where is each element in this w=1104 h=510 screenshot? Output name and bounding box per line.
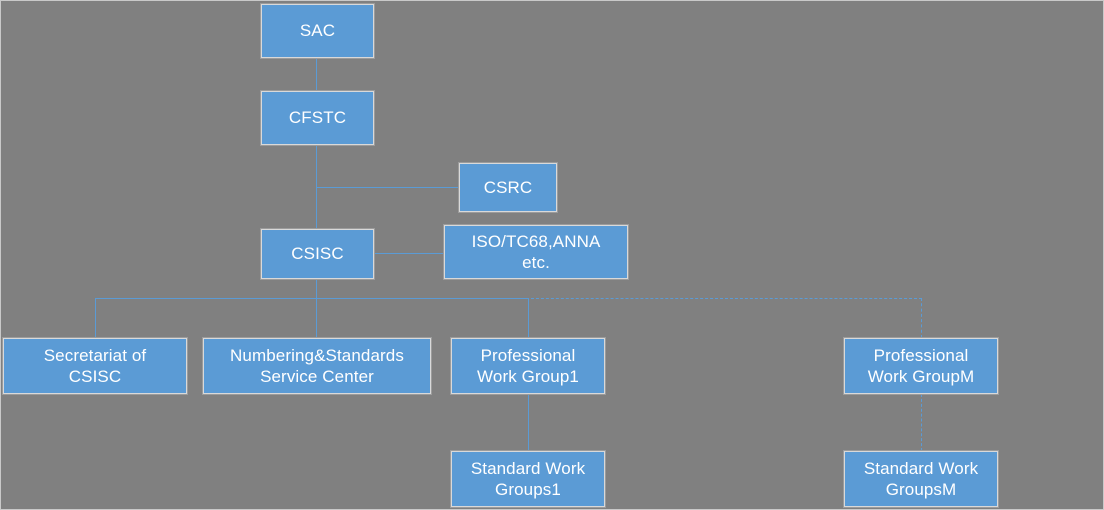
connector-bus-to-secretariat bbox=[95, 298, 96, 338]
connector-csisc-to-iso bbox=[374, 253, 444, 254]
node-iso-tc68-anna[interactable]: ISO/TC68,ANNA etc. bbox=[443, 224, 629, 280]
node-standard-work-groups-1[interactable]: Standard Work Groups1 bbox=[450, 450, 606, 508]
connector-bus-to-numbering bbox=[316, 298, 317, 338]
connector-pwgm-to-swgm bbox=[921, 394, 922, 451]
node-numbering-standards-service-center[interactable]: Numbering&Standards Service Center bbox=[202, 337, 432, 395]
node-secretariat-of-csisc[interactable]: Secretariat of CSISC bbox=[2, 337, 188, 395]
connector-cfstc-to-csrc bbox=[316, 187, 459, 188]
node-standard-work-groups-m[interactable]: Standard Work GroupsM bbox=[843, 450, 999, 508]
node-cfstc[interactable]: CFSTC bbox=[260, 90, 375, 146]
node-sac[interactable]: SAC bbox=[260, 3, 375, 59]
node-professional-work-group-1[interactable]: Professional Work Group1 bbox=[450, 337, 606, 395]
connector-bus-to-pwgm bbox=[921, 298, 922, 338]
connector-distributor-bus-dashed bbox=[526, 298, 922, 299]
connector-csisc-to-bus bbox=[316, 279, 317, 299]
connector-distributor-bus-solid bbox=[95, 298, 526, 299]
node-professional-work-group-m[interactable]: Professional Work GroupM bbox=[843, 337, 999, 395]
connector-pwg1-to-swg1 bbox=[528, 394, 529, 451]
node-csisc[interactable]: CSISC bbox=[260, 228, 375, 280]
node-csrc[interactable]: CSRC bbox=[458, 162, 558, 213]
connector-bus-to-pwg1 bbox=[528, 298, 529, 338]
connector-sac-to-cfstc bbox=[316, 58, 317, 91]
